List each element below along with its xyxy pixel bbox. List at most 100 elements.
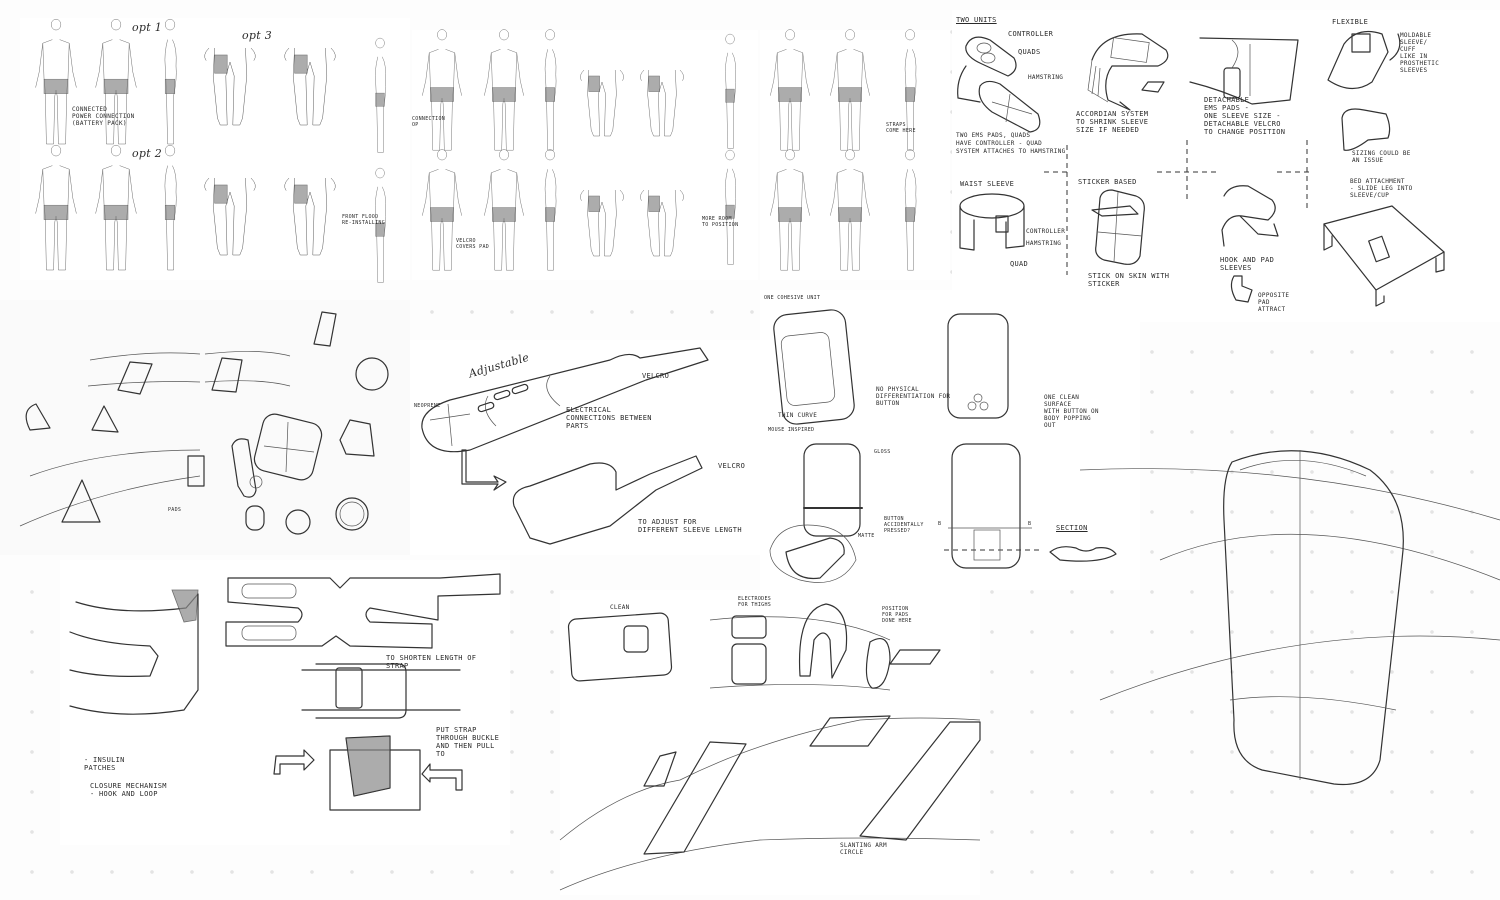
label-detachable: Detachable EMS pads - one sleeve size - … [1204,96,1286,136]
figure-outline [95,144,137,271]
body-figure [375,167,386,283]
sheet-body-placement-a: opt 1 opt 2 opt 3 connected power connec… [20,18,410,283]
pad-a [117,361,153,395]
pad-placement [648,195,660,212]
sheet-concept-grid: Two units Controller Quads Hamstring Two… [952,10,1500,322]
strap-sketches [421,347,709,545]
figure-outline [422,29,462,151]
label-accordian: Accordian system to shrink sleeve size i… [1076,110,1149,134]
figure-outline [484,149,524,271]
figure-outline [95,18,137,145]
sheet-slanting-arm: clean electrodes for thighs position for… [559,590,981,895]
figure-outline [284,177,336,256]
label-mouse: mouse inspired [768,427,815,433]
pad-placement [43,78,69,94]
arm-sketches [559,603,981,891]
label-waist-quad: Quad [1010,260,1029,268]
figure-outline [580,69,624,137]
label-hook-pad: Hook and pad sleeves [1220,256,1275,272]
figure-outline [725,33,736,149]
pad-placement [492,207,516,222]
label-opposite: Opposite pad attract [1258,292,1290,313]
pad-placement [588,195,600,212]
pad-b [211,357,243,393]
figure-outline [904,149,917,271]
pad-placement [838,87,862,102]
label-button-pressed: button accidentally pressed? [884,516,924,534]
body-figure [484,149,524,271]
buckle-strap [301,663,461,719]
device-clean [947,313,1009,419]
arm-band-left [643,741,747,855]
sheet-strap-concept: neoprene Adjustable velcro Electrical co… [410,340,760,555]
pad-shape-sketches [19,311,389,535]
pad-placement [492,87,516,102]
body-figure [725,33,736,149]
legs-figure [580,189,624,257]
label-bed: Bed attachment - slide leg into sleeve/c… [1350,178,1413,199]
sleeve-buckle-sketches [69,573,501,811]
label-power-connection: connected power connection (battery pack… [72,106,135,127]
body-figure [95,144,137,271]
label-section-a: B [938,521,942,527]
pad-placement [725,204,735,219]
detachable-pads-sketch [1189,37,1299,105]
body-figure [904,29,917,151]
label-controller: Controller [1008,30,1054,38]
label-quads: Quads [1018,48,1041,56]
strap-bottom [512,455,703,545]
pad-placement [375,92,385,107]
figure-outline [375,37,386,153]
body-figure [904,149,917,271]
label-position: position for pads done here [882,606,912,624]
label-stick-on: Stick on skin with sticker [1088,272,1170,288]
body-figures-c [770,29,917,271]
legs-figure [284,47,336,126]
pad-placement [430,207,454,222]
x-strap [225,573,501,649]
label-hamstring: Hamstring [1028,74,1064,81]
controller-sketches [769,309,1117,583]
sheet-sleeve-buckle: To shorten length of strap Put strap thr… [60,560,510,845]
device-section [951,443,1021,569]
label-shorten: To shorten length of strap [386,654,477,670]
legs-figure [204,47,256,126]
pad-placement [725,88,735,103]
ring-a [355,357,389,391]
body-figure [830,149,870,271]
label-straps: straps come here [886,122,916,134]
label-adjust-length: To adjust for different sleeve length [638,518,742,534]
label-waist-hamstring: Hamstring [1026,240,1062,247]
pad-placement [648,75,660,92]
label-clean: clean [610,604,630,611]
figure-outline [375,167,386,283]
label-velcro-bottom: velcro [718,462,746,470]
body-figures-b [422,29,736,271]
pad-placement [294,54,308,74]
label-pads: pads [168,507,182,513]
label-put-strap: Put strap through buckle and then pull t… [436,726,500,758]
pad-placement [164,78,176,94]
figure-outline [830,149,870,271]
pad-placement [838,207,862,222]
bed-attachment-sketch [1323,205,1445,307]
label-more-room: more room to position [702,216,739,228]
figure-outline [640,189,684,257]
body-figure [484,29,524,151]
body-figure [164,144,177,271]
grid-divider-v [1066,140,1308,275]
body-figure [35,144,77,271]
figure-outline [164,18,177,145]
body-figure [830,29,870,151]
pad-placement [905,207,915,222]
figure-outline [164,144,177,271]
label-two-units: Two units [956,16,997,24]
label-gloss: gloss [874,449,891,455]
label-section: section [1056,524,1088,532]
body-figure [544,29,557,151]
label-closure: Closure mechanism - hook and loop [90,782,167,798]
label-one-cohesive: one cohesive unit [764,295,821,301]
pad-placement [545,87,555,102]
accordian-sketch [1087,33,1169,111]
pad-placement [294,184,308,204]
